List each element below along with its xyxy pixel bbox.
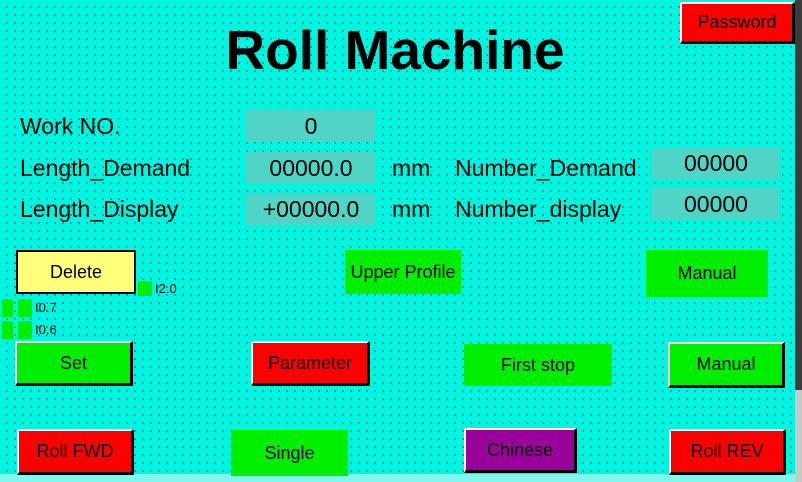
set-button[interactable]: Set: [15, 341, 133, 386]
length-demand-value[interactable]: 00000.0: [246, 152, 376, 184]
single-button[interactable]: Single: [231, 430, 348, 476]
led-i0-7: [18, 299, 32, 317]
roll-fwd-button[interactable]: Roll FWD: [17, 429, 134, 475]
number-display-value: 00000: [652, 188, 780, 220]
parameter-button[interactable]: Parameter: [251, 341, 370, 386]
upper-profile-button[interactable]: Upper Profile: [345, 250, 461, 294]
length-display-value: +00000.0: [246, 193, 376, 225]
led-i0-6: [18, 321, 32, 339]
work-no-label: Work NO.: [20, 113, 121, 139]
page-title: Roll Machine: [225, 19, 565, 81]
window-right-border: [795, 0, 802, 390]
number-demand-label: Number_Demand: [455, 155, 637, 181]
first-stop-button[interactable]: First stop: [464, 344, 612, 386]
number-demand-value[interactable]: 00000: [652, 147, 780, 179]
length-display-label: Length_Display: [20, 196, 179, 222]
delete-button[interactable]: Delete: [16, 250, 136, 294]
password-button[interactable]: Password: [680, 2, 795, 44]
roll-rev-button[interactable]: Roll REV: [669, 429, 786, 475]
length-display-unit: mm: [392, 196, 431, 222]
chinese-button[interactable]: Chinese: [464, 428, 577, 473]
length-demand-label: Length_Demand: [20, 155, 191, 181]
manual-mid-button[interactable]: Manual: [668, 342, 785, 388]
length-demand-unit: mm: [392, 155, 431, 181]
window-right-border-lower: [795, 390, 802, 482]
led-i0-6-label: I0.6: [35, 322, 57, 337]
led-i0-7-label: I0.7: [35, 300, 57, 315]
led-i2-0-label: I2.0: [155, 281, 177, 296]
window-bottom-border: [0, 474, 795, 482]
led-i2-0: [138, 281, 152, 296]
number-display-label: Number_display: [455, 196, 622, 222]
led-i0-7-left: [2, 299, 13, 317]
work-no-value[interactable]: 0: [246, 110, 376, 142]
led-i0-6-left: [2, 321, 13, 339]
manual-top-button[interactable]: Manual: [646, 250, 768, 297]
